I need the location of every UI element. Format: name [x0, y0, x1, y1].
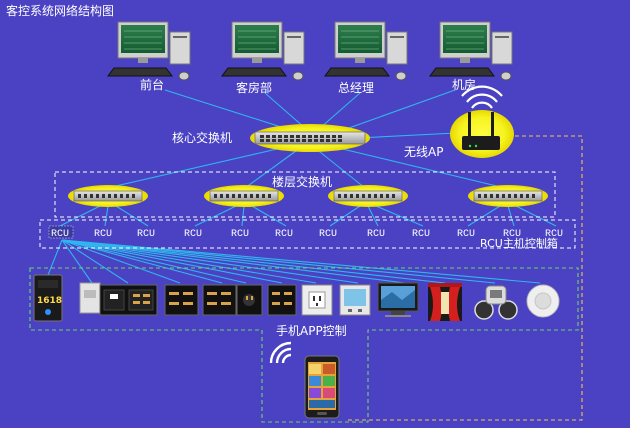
- television: [377, 282, 419, 317]
- rcu-unit: RCU: [412, 229, 430, 240]
- workstation-housekeeping-label: 客房部: [236, 80, 272, 95]
- audio-speaker: [474, 285, 518, 320]
- workstation-server-room: [429, 21, 513, 81]
- rcu-unit: RCU: [275, 229, 293, 240]
- wifi-signal-icon: [461, 85, 503, 109]
- floor-switch: [468, 185, 548, 207]
- socket-panel: [236, 284, 263, 316]
- workstation-front-desk: [107, 21, 191, 81]
- doorplate-panel: 1618: [33, 274, 63, 322]
- floor-switch: [328, 185, 408, 207]
- device-box: [29, 267, 579, 423]
- switch-panel: [164, 284, 199, 316]
- workstation-general-manager: [324, 21, 408, 81]
- switch-panel: [267, 284, 297, 316]
- room-number: 1618: [37, 296, 62, 306]
- ceiling-sensor: [526, 284, 560, 318]
- rcu-unit: RCU: [319, 229, 337, 240]
- rcu-unit: RCU: [94, 229, 112, 240]
- rcu-unit: RCU: [503, 229, 521, 240]
- app-control-label: 手机APP控制: [276, 324, 347, 338]
- rcu-units: RCU RCU RCU RCU RCU RCU RCU RCU RCU RCU …: [48, 225, 563, 240]
- rcu-unit: RCU: [367, 229, 385, 240]
- floor-switch: [204, 185, 284, 207]
- wireless-ap: [450, 85, 514, 158]
- smartphone: [304, 355, 340, 419]
- workstation-front-desk-label: 前台: [140, 77, 164, 92]
- floor-switch-label: 楼层交换机: [272, 174, 332, 189]
- card-switch: [79, 282, 101, 314]
- rcu-unit: RCU: [457, 229, 475, 240]
- rcu-unit: RCU: [137, 229, 155, 240]
- switch-panel: [202, 284, 237, 316]
- diagram-title: 客控系统网络结构图: [6, 3, 114, 18]
- wireless-link: [345, 135, 583, 421]
- core-switch-label: 核心交换机: [172, 130, 232, 145]
- floor-switch-box: [54, 171, 556, 218]
- network-links: [47, 89, 557, 284]
- rcu-box: [39, 219, 576, 249]
- workstation-general-manager-label: 总经理: [338, 81, 374, 95]
- rcu-box-label: RCU主机控制箱: [480, 236, 558, 250]
- core-switch: [250, 124, 370, 152]
- thermostat-panel: [339, 284, 371, 316]
- workstation-server-room-label: 机房: [452, 77, 476, 92]
- wireless-ap-label: 无线AP: [404, 145, 443, 159]
- rcu-unit: RCU: [51, 229, 69, 240]
- rcu-unit: RCU: [545, 229, 563, 240]
- rcu-unit: RCU: [184, 229, 202, 240]
- curtain: [428, 283, 462, 321]
- workstation-housekeeping: [221, 21, 305, 81]
- switch-panel: [99, 284, 158, 316]
- wifi-signal-icon: [269, 341, 292, 364]
- floor-switch: [68, 185, 148, 207]
- rcu-unit: RCU: [231, 229, 249, 240]
- wall-socket: [301, 284, 333, 316]
